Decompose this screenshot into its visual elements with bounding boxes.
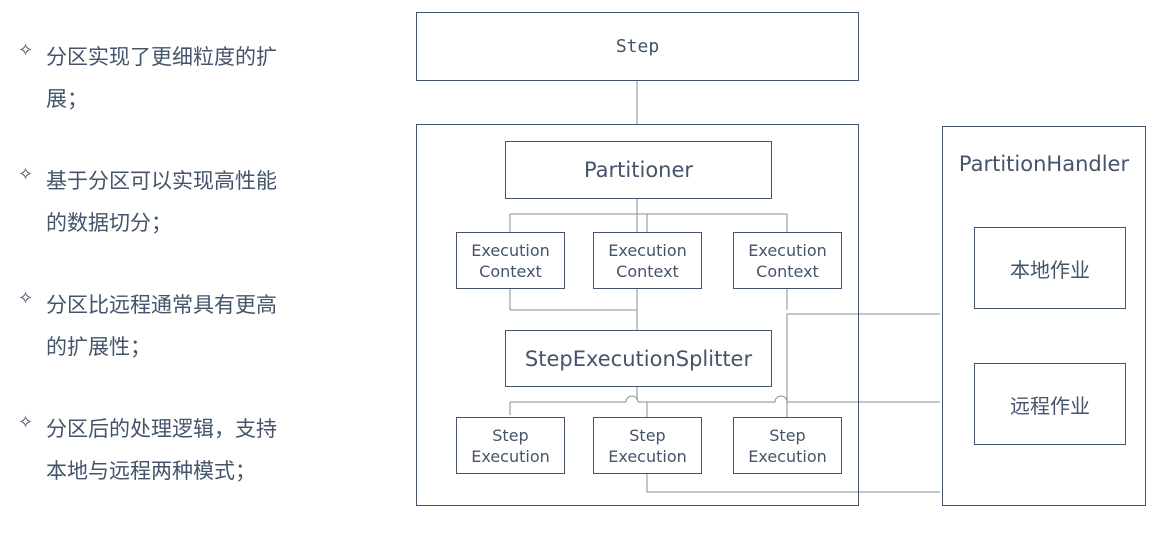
partition-handler-title: PartitionHandler — [958, 152, 1130, 176]
partitioner-box: Partitioner — [505, 141, 772, 199]
execution-context-box: Execution Context — [456, 232, 565, 289]
connector-local-job — [786, 313, 940, 402]
remote-job-box: 远程作业 — [974, 363, 1126, 445]
bullet-text: 分区后的处理逻辑，支持 本地与远程两种模式； — [46, 417, 277, 483]
step-execution-box: Step Execution — [733, 417, 842, 474]
partition-handler-frame — [942, 126, 1146, 506]
bullet-text: 基于分区可以实现高性能 的数据切分； — [46, 169, 277, 235]
step-execution-splitter-box: StepExecutionSplitter — [505, 330, 772, 387]
partition-frame — [416, 124, 859, 506]
bullet-text: 分区比远程通常具有更高 的扩展性； — [46, 293, 277, 359]
bullet-text: 分区实现了更细粒度的扩 展； — [46, 45, 277, 111]
local-job-box: 本地作业 — [974, 227, 1126, 309]
diamond-bullet-icon: ✧ — [18, 412, 34, 433]
diamond-bullet-icon: ✧ — [18, 164, 34, 185]
step-box: Step — [416, 12, 859, 81]
step-execution-box: Step Execution — [593, 417, 702, 474]
execution-context-box: Execution Context — [733, 232, 842, 289]
step-execution-box: Step Execution — [456, 417, 565, 474]
connector-bottom-return — [646, 474, 940, 493]
connector-remote-bus — [509, 395, 940, 415]
execution-context-box: Execution Context — [593, 232, 702, 289]
diamond-bullet-icon: ✧ — [18, 40, 34, 61]
diamond-bullet-icon: ✧ — [18, 288, 34, 309]
